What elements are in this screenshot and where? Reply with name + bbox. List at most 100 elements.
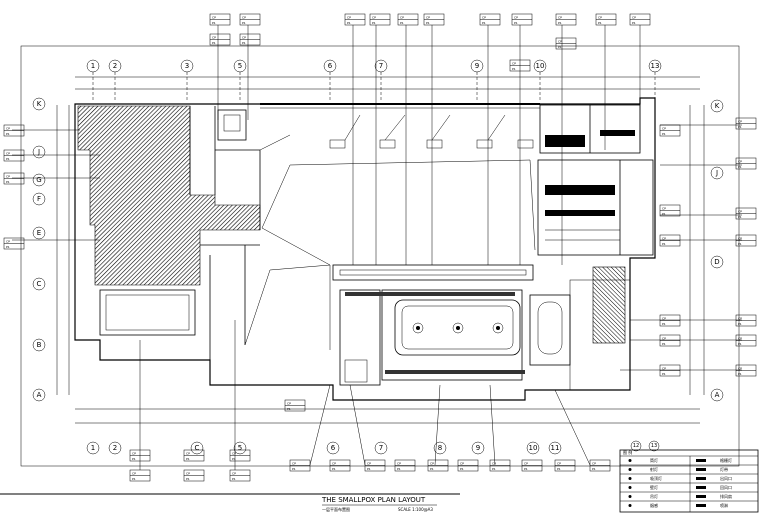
svg-text:10: 10 <box>529 444 538 452</box>
svg-text:P1: P1 <box>738 372 742 376</box>
dotted-band <box>345 292 515 296</box>
svg-text:吸顶灯: 吸顶灯 <box>650 475 662 481</box>
svg-text:CP: CP <box>558 40 562 44</box>
svg-text:P1: P1 <box>512 67 516 71</box>
svg-text:CP: CP <box>6 152 10 156</box>
svg-text:CP: CP <box>367 462 371 466</box>
ceiling-line <box>529 159 536 251</box>
svg-text:P1: P1 <box>738 322 742 326</box>
grid-bubble-row-right-K: K <box>710 99 724 113</box>
grid-bubble-row-right-D: D <box>710 255 724 269</box>
svg-text:P1: P1 <box>6 157 10 161</box>
svg-text:CP: CP <box>738 317 742 321</box>
grid-bubble-row-E: E <box>32 226 46 240</box>
legend-item: 烟感喷淋 <box>628 502 728 508</box>
grid-bubble-col-bottom-2: 2 <box>108 441 122 455</box>
svg-text:K: K <box>37 100 42 108</box>
svg-text:CP: CP <box>662 337 666 341</box>
svg-text:CP: CP <box>738 337 742 341</box>
svg-text:CP: CP <box>482 16 486 20</box>
chandelier-icon <box>412 322 504 334</box>
svg-text:P1: P1 <box>662 242 666 246</box>
banquet-ceiling <box>394 299 521 356</box>
svg-text:CP: CP <box>232 472 236 476</box>
svg-text:P1: P1 <box>372 21 376 25</box>
grid-bubble-row-G: G <box>32 173 46 187</box>
svg-text:CP: CP <box>524 462 528 466</box>
svg-text:回风口: 回风口 <box>720 485 732 490</box>
grid-bubble-row-K: K <box>32 97 46 111</box>
grid-bubble-col-bottom-5: 5 <box>233 441 247 455</box>
svg-text:CP: CP <box>512 62 516 66</box>
column-room <box>217 109 247 141</box>
plan-title: THE SMALLPOX PLAN LAYOUT <box>321 496 426 504</box>
svg-text:P1: P1 <box>397 467 401 471</box>
legend-header: 图 例 <box>623 449 632 455</box>
grid-axis-top <box>92 72 656 100</box>
dark-band <box>545 185 615 195</box>
svg-text:P1: P1 <box>592 467 596 471</box>
svg-text:P1: P1 <box>132 457 136 461</box>
small-room <box>339 289 381 386</box>
grid-bubble-col-7: 7 <box>374 59 388 73</box>
legend-item: 壁灯回风口 <box>628 484 732 490</box>
light-fixtures-top <box>329 114 534 149</box>
grid-bubble-col-3: 3 <box>180 59 194 73</box>
svg-text:CP: CP <box>397 462 401 466</box>
grid-bubble-col-1: 1 <box>86 59 100 73</box>
svg-text:P1: P1 <box>558 21 562 25</box>
svg-text:CP: CP <box>662 367 666 371</box>
grid-bubble-col-bottom-8: 8 <box>433 441 447 455</box>
right-room <box>537 159 654 256</box>
svg-text:P1: P1 <box>6 132 10 136</box>
svg-text:CP: CP <box>292 462 296 466</box>
small-room-inner <box>344 359 368 383</box>
svg-text:P1: P1 <box>132 477 136 481</box>
svg-text:CP: CP <box>662 207 666 211</box>
grid-bubble-row-J: J <box>32 145 46 159</box>
svg-text:1: 1 <box>91 62 95 70</box>
svg-text:2: 2 <box>113 62 117 70</box>
svg-text:CP: CP <box>426 16 430 20</box>
grid-bubble-col-bottom-11: 11 <box>548 441 562 455</box>
svg-text:CP: CP <box>332 462 336 466</box>
svg-text:射灯: 射灯 <box>650 466 658 472</box>
grid-bubble-col-13: 13 <box>648 59 662 73</box>
svg-text:CP: CP <box>6 175 10 179</box>
grid-bubble-row-B: B <box>32 338 46 352</box>
svg-text:J: J <box>715 169 718 177</box>
svg-text:7: 7 <box>379 62 383 70</box>
svg-text:CP: CP <box>287 402 291 406</box>
legend-marker-12: 12 <box>633 443 639 449</box>
svg-text:P1: P1 <box>6 180 10 184</box>
svg-text:P1: P1 <box>662 212 666 216</box>
svg-text:P1: P1 <box>524 467 528 471</box>
svg-text:CP: CP <box>6 240 10 244</box>
svg-text:P1: P1 <box>598 21 602 25</box>
svg-text:F: F <box>37 195 41 203</box>
svg-text:CP: CP <box>632 16 636 20</box>
hatched-stair-area <box>592 266 626 344</box>
bar-counter-inner <box>339 269 527 276</box>
svg-text:喷淋: 喷淋 <box>720 502 728 508</box>
svg-text:P1: P1 <box>460 467 464 471</box>
svg-text:CP: CP <box>738 237 742 241</box>
plan-subtitle: 一层平面布置图 <box>322 506 350 512</box>
svg-text:D: D <box>714 258 719 266</box>
svg-text:CP: CP <box>232 452 236 456</box>
